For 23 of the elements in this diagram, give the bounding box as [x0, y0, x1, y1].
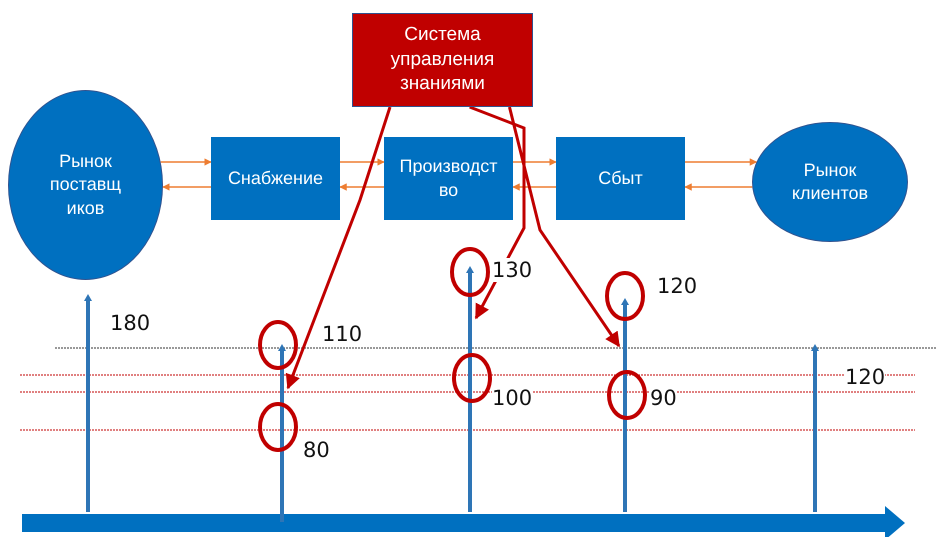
arrow — [684, 183, 752, 191]
value-bar — [809, 344, 821, 512]
value-bar — [276, 344, 288, 522]
process-box: Производст во — [384, 137, 513, 220]
process-box: Сбыт — [556, 137, 685, 220]
arrow — [160, 158, 212, 166]
value-label: 130 — [492, 258, 532, 282]
arrow — [162, 183, 211, 191]
value-bar — [619, 298, 631, 512]
arrow — [513, 158, 557, 166]
system-box: Система управления знаниями — [352, 13, 533, 107]
arrow — [685, 158, 758, 166]
market-ellipse: Рынок клиентов — [752, 122, 908, 242]
market-ellipse: Рынок поставщ иков — [8, 90, 163, 280]
arrow — [340, 158, 385, 166]
arrow — [339, 183, 384, 191]
arrow — [512, 183, 556, 191]
value-bar — [82, 294, 94, 512]
process-box: Снабжение — [211, 137, 340, 220]
arrow — [508, 106, 620, 348]
value-bar — [464, 266, 476, 512]
arrow — [286, 106, 392, 390]
arrow — [469, 106, 526, 320]
